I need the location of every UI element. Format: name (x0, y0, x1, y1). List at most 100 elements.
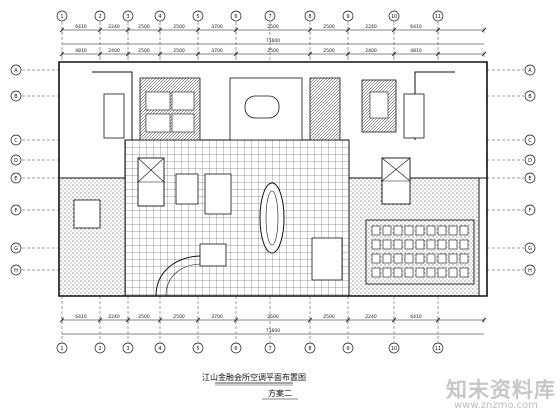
classroom-desk (404, 239, 414, 250)
classroom-seating (365, 219, 475, 285)
grid-row-label: B (14, 94, 18, 100)
classroom-desk (448, 253, 458, 264)
classroom-desk (448, 239, 458, 250)
bottom-dimension-1: 6410 (75, 314, 87, 320)
grid-column-bubble (432, 342, 444, 354)
grid-column-bubble (192, 342, 204, 354)
grid-row-label: G (14, 246, 18, 252)
top-inner-dimension-5: 3700 (211, 48, 223, 54)
grid-column-label: 11 (435, 346, 441, 352)
grid-column-bubble (342, 10, 354, 22)
grid-row-bubble (10, 242, 22, 254)
grid-row-bubble (524, 264, 536, 276)
grid-column-bubble (230, 342, 242, 354)
grid-column-label: 9 (346, 346, 349, 352)
classroom-desk (415, 239, 425, 250)
grid-row-label: H (14, 268, 18, 274)
top-outer-dimension-8: 2240 (365, 24, 377, 30)
classroom-desk (393, 267, 403, 278)
grid-row-bubble (10, 64, 22, 76)
top-inner-dimension-9: 4810 (410, 48, 422, 54)
drawing-scheme: 方案二 (268, 388, 292, 398)
classroom-desk (415, 253, 425, 264)
grid-column-bubble (154, 342, 166, 354)
grid-row-label: E (14, 176, 17, 182)
grid-column-bubble (154, 10, 166, 22)
grid-column-label: 8 (308, 346, 311, 352)
grid-column-bubble (432, 10, 444, 22)
bottom-dimension-5: 3700 (211, 314, 223, 320)
grid-column-bubble (122, 342, 134, 354)
classroom-desk (426, 267, 436, 278)
bottom-dimension-8: 2240 (365, 314, 377, 320)
watermark: 知末资料库 www.znzmo.com (436, 372, 556, 416)
grid-row-bubble (10, 134, 22, 146)
grid-column-bubble (94, 342, 106, 354)
classroom-desk (371, 225, 381, 236)
classroom-desk (437, 239, 447, 250)
grid-row-bubble (524, 64, 536, 76)
bottom-dimension-6: 2500 (267, 314, 279, 320)
classroom-desk (371, 253, 381, 264)
grid-column-bubble (342, 342, 354, 354)
top-inner-dimension-3: 2500 (138, 48, 150, 54)
grid-row-bubble (524, 172, 536, 184)
classroom-desk (382, 267, 392, 278)
grid-column-label: 7 (268, 14, 271, 20)
grid-column-label: 1 (60, 14, 63, 20)
title-block: 江山金融会所空调平面布置图 方案二 (202, 372, 306, 400)
classroom-desk (371, 239, 381, 250)
top-outer-dimension-9: 6410 (410, 24, 422, 30)
classroom-desk (404, 225, 414, 236)
classroom-desk (448, 267, 458, 278)
bottom-dimension-2: 2240 (108, 314, 120, 320)
grid-row-label: C (14, 138, 18, 144)
grid-column-bubble (122, 10, 134, 22)
classroom-desk (448, 225, 458, 236)
grid-column-bubble (388, 342, 400, 354)
classroom-desk (404, 267, 414, 278)
grid-column-bubble (264, 342, 276, 354)
grid-row-bubble (524, 242, 536, 254)
offices-top (103, 77, 425, 141)
drawing-title: 江山金融会所空调平面布置图 (202, 372, 306, 382)
grid-row-label: F (15, 208, 18, 214)
reception-area (73, 199, 343, 297)
meeting-table-center (259, 182, 285, 254)
grid-row-label: A (14, 68, 18, 74)
classroom-desk (437, 253, 447, 264)
grid-row-bubble (524, 134, 536, 146)
grid-column-label: 5 (196, 346, 199, 352)
grid-row-label: D (528, 158, 532, 164)
grid-row-bubble (10, 172, 22, 184)
grid-row-label: A (528, 68, 532, 74)
bottom-dimension-7: 2500 (323, 314, 335, 320)
watermark-url: www.znzmo.com (454, 400, 538, 411)
grid-row-bubble (524, 154, 536, 166)
grid-column-label: 1 (60, 346, 63, 352)
grid-row-label: E (528, 176, 531, 182)
grid-column-bubble (304, 342, 316, 354)
grid-column-label: 7 (268, 346, 271, 352)
grid-column-label: 6 (234, 14, 237, 20)
grid-row-bubble (10, 90, 22, 102)
top-inner-dimension-2: 2400 (108, 48, 120, 54)
grid-column-label: 3 (126, 346, 129, 352)
bottom-dimension-3: 2500 (138, 314, 150, 320)
grid-row-bubble (10, 154, 22, 166)
grid-row-label: F (529, 208, 532, 214)
classroom-desk (393, 253, 403, 264)
grid-row-bubble (10, 264, 22, 276)
watermark-logo: 知末资料库 (446, 378, 556, 402)
grid-column-bubble (56, 342, 68, 354)
grid-column-label: 8 (308, 14, 311, 20)
classroom-desk (426, 225, 436, 236)
top-inner-dimension-8: 2400 (365, 48, 377, 54)
top-inner-dimension-7: 2500 (323, 48, 335, 54)
grid-column-label: 4 (158, 346, 161, 352)
grid-column-bubble (264, 10, 276, 22)
grid-column-bubble (388, 10, 400, 22)
